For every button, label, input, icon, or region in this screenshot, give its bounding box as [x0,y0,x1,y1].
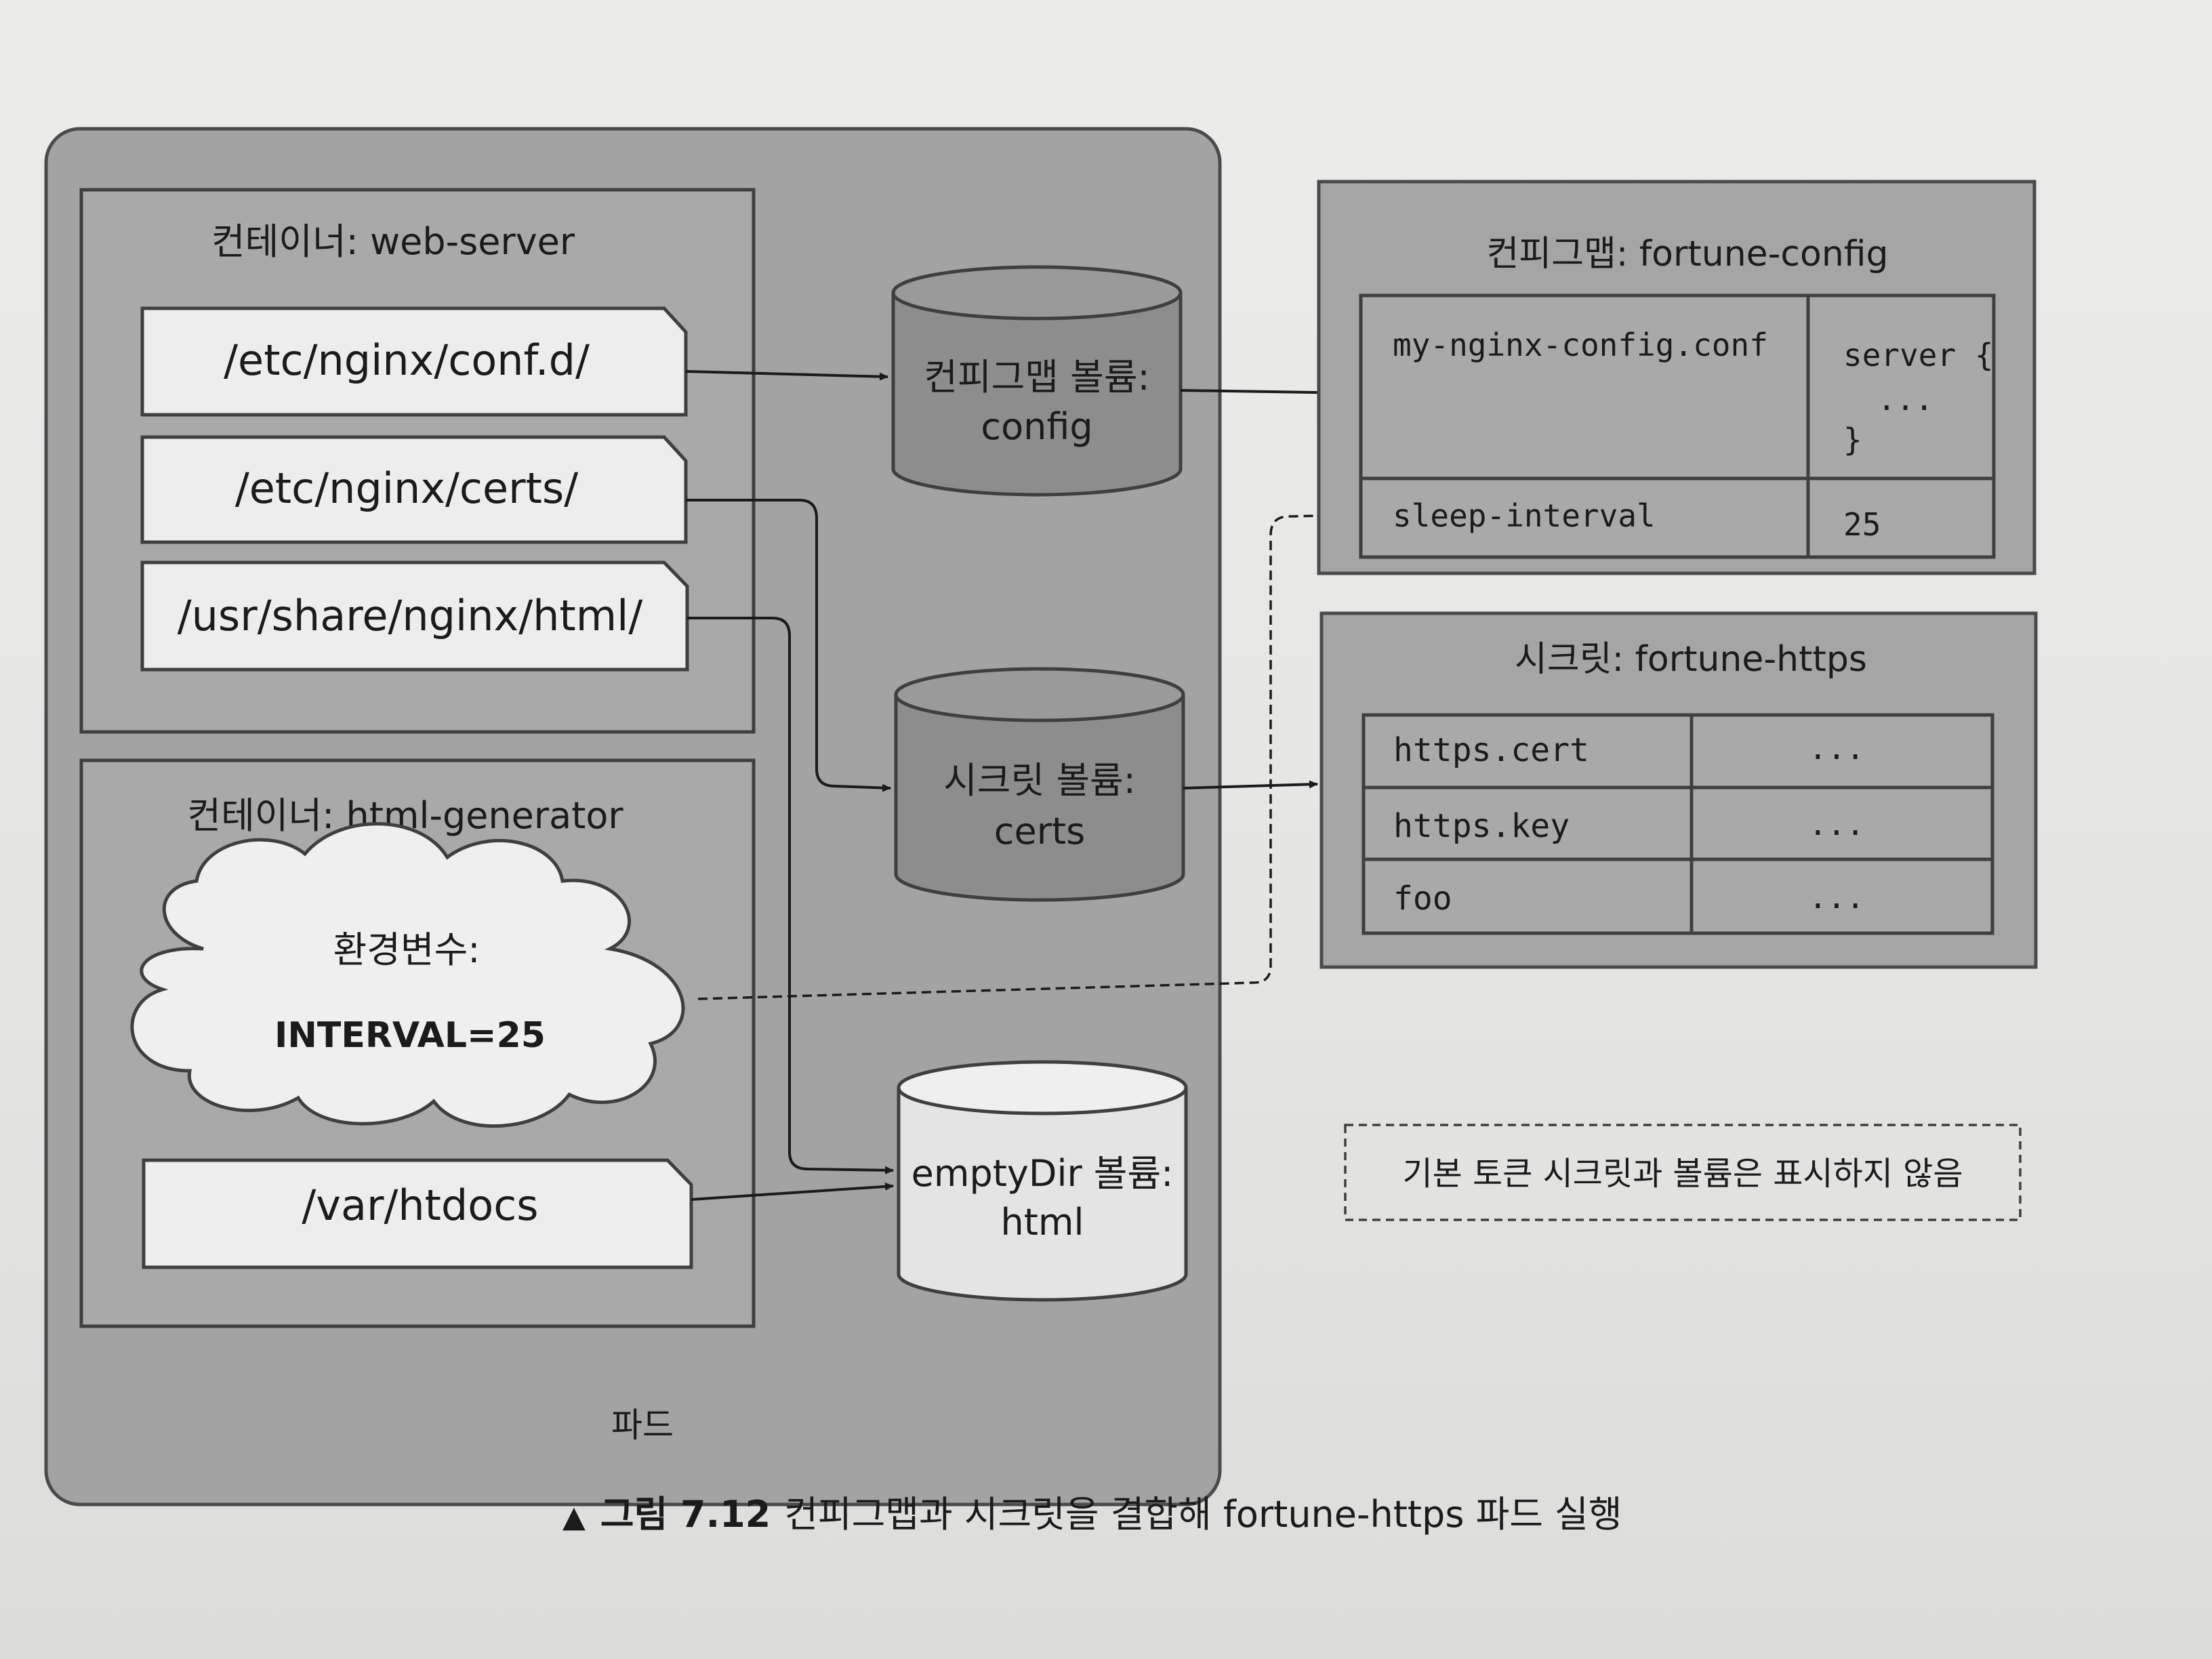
mount-html-label: /usr/share/nginx/html/ [178,591,643,640]
volume-html-line1: emptyDir 볼륨: [912,1152,1174,1195]
configmap-title: 컨피그맵: fortune-config [1486,234,1888,274]
secret-row-value: ... [1808,730,1864,766]
volume-certs: 시크릿 볼륨: certs [894,667,1185,902]
configmap-row1-val-line3: } [1843,422,1862,458]
configmap-row1-val-line2: ... [1877,381,1933,417]
arrow-certs-to-certs [686,499,891,792]
volume-html-line2: html [1000,1201,1084,1244]
volume-config-line2: config [981,405,1092,448]
configmap-row1-key: my-nginx-config.conf [1393,327,1768,363]
volume-certs-line1: 시크릿 볼륨: [943,759,1136,802]
caption-marker: ▲ [562,1500,586,1534]
arrow-certs-to-secret [1183,780,1318,790]
arrow-conf-d-to-config [685,370,888,381]
mount-conf-d-label: /etc/nginx/conf.d/ [224,335,590,385]
mount-html: /usr/share/nginx/html/ [140,560,689,672]
env-cloud: 환경변수: INTERVAL=25 [130,822,685,1128]
note-text: 기본 토큰 시크릿과 볼륨은 표시하지 않음 [1402,1155,1963,1193]
pod-label: 파드 [611,1406,674,1445]
note-box: 기본 토큰 시크릿과 볼륨은 표시하지 않음 [1344,1124,2022,1221]
secret-row-key: https.key [1393,807,1570,845]
mount-htdocs: /var/htdocs [142,1158,693,1269]
mount-conf-d: /etc/nginx/conf.d/ [140,306,688,417]
arrow-env-to-sleep-interval [697,511,1356,1000]
volume-config: 컨피그맵 볼륨: config [891,265,1183,497]
arrow-html-to-html [687,617,894,1174]
secret-fortune-https: 시크릿: fortune-https https.cert ... https.… [1319,611,2038,969]
caption-text: 컨피그맵과 시크릿을 결합해 fortune-https 파드 실행 [784,1493,1622,1536]
volume-config-line1: 컨피그맵 볼륨: [924,356,1149,398]
secret-row-value: ... [1808,806,1864,842]
mount-certs-label: /etc/nginx/certs/ [235,464,578,513]
secret-row-key: https.cert [1393,731,1589,769]
env-value: INTERVAL=25 [274,1015,546,1056]
volume-html: emptyDir 볼륨: html [897,1060,1188,1302]
web-server-title: 컨테이너: web-server [211,220,575,263]
mount-htdocs-label: /var/htdocs [302,1181,538,1230]
secret-title: 시크릿: fortune-https [1515,639,1867,680]
configmap-row2-key: sleep-interval [1393,497,1656,534]
secret-row-value: ... [1808,879,1864,916]
mount-certs: /etc/nginx/certs/ [140,435,688,544]
configmap-fortune-config: 컨피그맵: fortune-config my-nginx-config.con… [1317,180,2036,575]
secret-row-key: foo [1393,880,1452,918]
volume-certs-line2: certs [994,810,1085,853]
configmap-row2-val: 25 [1843,506,1881,543]
configmap-row1-val-line1: server { [1843,337,1994,373]
env-label: 환경변수: [333,928,480,971]
arrow-htdocs-to-html [691,1182,894,1201]
caption-figure-number: 그림 7.12 [600,1493,771,1536]
figure-caption: ▲ 그림 7.12 컨피그맵과 시크릿을 결합해 fortune-https 파드 … [562,1484,1622,1538]
